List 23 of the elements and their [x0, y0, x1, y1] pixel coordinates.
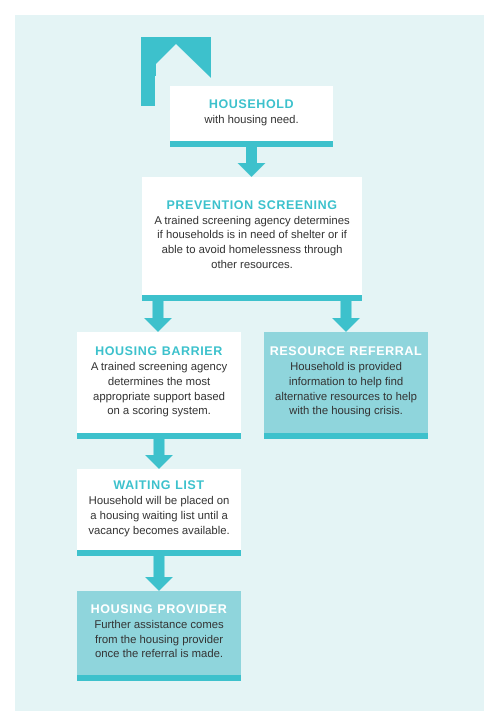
arrow	[144, 301, 172, 332]
step-description: with housing need.	[203, 113, 300, 128]
step-title: RESOURCE REFERRAL	[270, 344, 422, 358]
step-title: HOUSEHOLD	[208, 97, 294, 112]
arrow	[145, 556, 173, 591]
step-description: Household is provided information to help find alternative resources to help with the housing crisis.	[274, 360, 418, 419]
process-box	[77, 591, 241, 681]
step-description: A trained screening agency determines the most appropriate support based on a scoring system.	[90, 360, 228, 419]
arrow	[332, 301, 360, 332]
process-box	[264, 332, 428, 439]
step-description: Household will be placed on a housing waiting list until a vacancy becomes available.	[87, 494, 231, 538]
process-box	[142, 177, 362, 301]
arrow	[238, 147, 266, 177]
arrow	[145, 439, 173, 469]
step-description: A trained screening agency determines if households is in need of shelter or if able to avoid homelessness through other resources.	[153, 214, 351, 272]
step-title: WAITING LIST	[113, 478, 205, 492]
process-box	[170, 86, 333, 147]
step-title: PREVENTION SCREENING	[166, 198, 338, 212]
step-title: HOUSING BARRIER	[95, 344, 223, 358]
process-box	[77, 469, 241, 556]
step-description: Further assistance comes from the housing provider once the referral is made.	[93, 618, 225, 662]
process-box	[77, 332, 241, 439]
step-title: HOUSING PROVIDER	[90, 602, 228, 616]
